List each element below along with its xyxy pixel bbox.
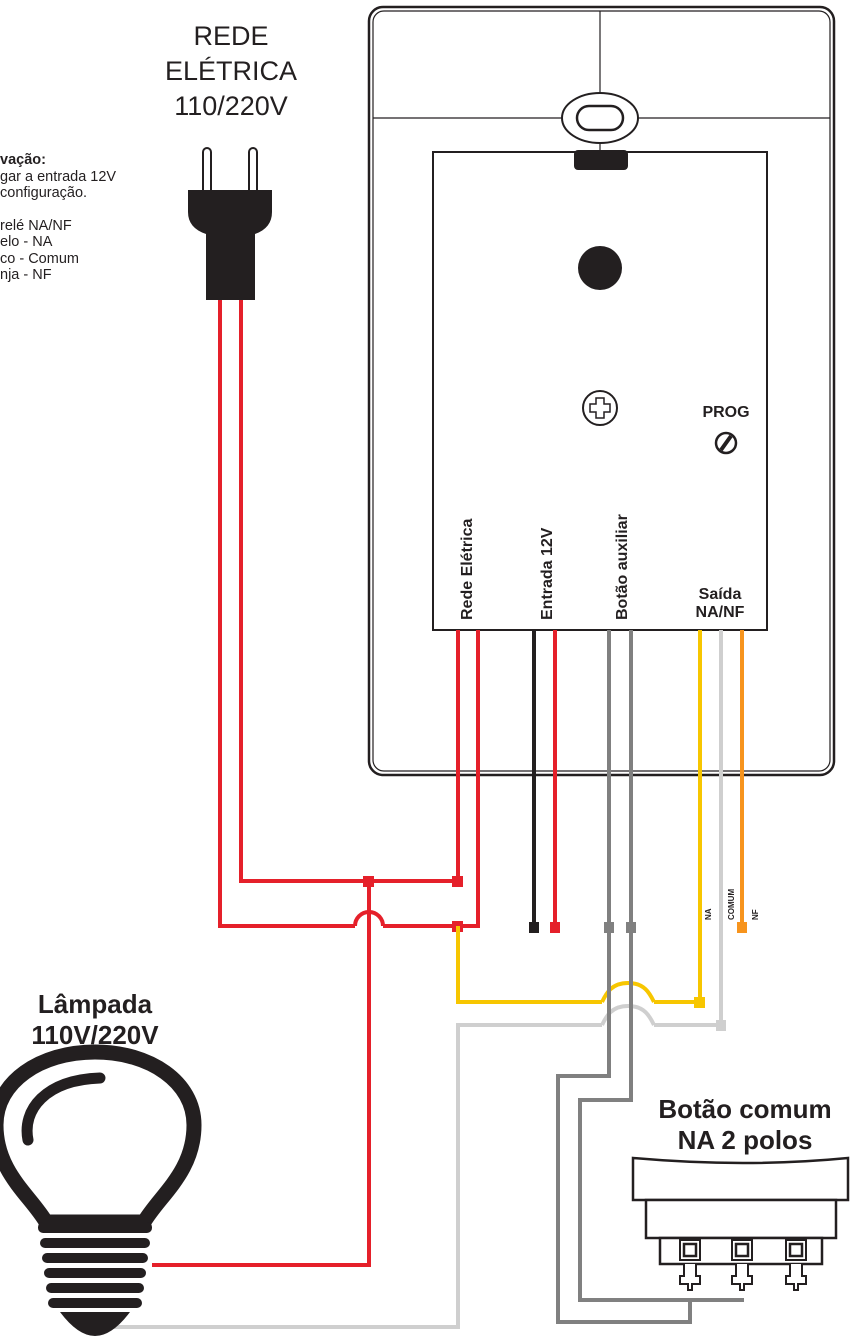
observation-title: vação: [0,152,46,168]
lamp-label-line1: Lâmpada [38,989,153,1019]
observation-note: vação: gar a entrada 12V configuração. r… [0,152,116,284]
module-inner-shell [372,10,831,772]
button-terminal-1 [679,1239,701,1291]
wire-tag-comum: COMUM [727,889,736,920]
terminal-label-na-nf: NA/NF [696,604,745,621]
observation-line: nja - NF [0,267,52,283]
observation-line: elo - NA [0,234,53,250]
button-terminal-2 [731,1239,753,1291]
wire-red-to-module [383,630,480,928]
button-label-line1: Botão comum [658,1094,831,1124]
mounting-hole-icon [561,92,639,144]
terminal-label-botao-auxiliar: Botão auxiliar [614,514,631,620]
terminal-label-saida: Saída [699,586,742,603]
wire-red-plug-right [239,300,460,883]
terminal-label-rede-eletrica: Rede Elétrica [459,519,476,620]
wire-tag-na: NA [704,908,713,920]
power-label-line3: 110/220V [174,91,288,121]
relay-module: PROG Rede Elétrica Entrada 12V Botão aux… [367,5,836,777]
button-label-line2: NA 2 polos [678,1125,813,1155]
observation-line: configuração. [0,185,88,201]
wiring [100,300,747,1329]
faceplate-clip [574,150,628,170]
wire-tag-nf: NF [751,909,760,920]
power-label-line1: REDE [193,21,268,51]
wire-red-plug-left [218,300,355,928]
power-label-line2: ELÉTRICA [165,56,297,86]
screw-icon [582,390,618,426]
led-icon [578,246,622,290]
observation-line: co - Comum [0,250,79,267]
observation-line: relé NA/NF [0,217,72,234]
wire-gray-aux-left [556,630,692,1324]
power-plug-icon [188,147,272,300]
prog-label: PROG [702,404,749,421]
terminal-label-entrada-12v: Entrada 12V [539,527,556,620]
observation-line: gar a entrada 12V [0,168,117,185]
push-button-icon [631,1156,850,1291]
wire-red-to-lamp [152,881,371,1267]
button-terminal-3 [785,1239,807,1291]
wire-gray-aux-right [578,630,744,1302]
prog-button[interactable] [714,431,738,455]
lamp-icon [0,1044,202,1336]
